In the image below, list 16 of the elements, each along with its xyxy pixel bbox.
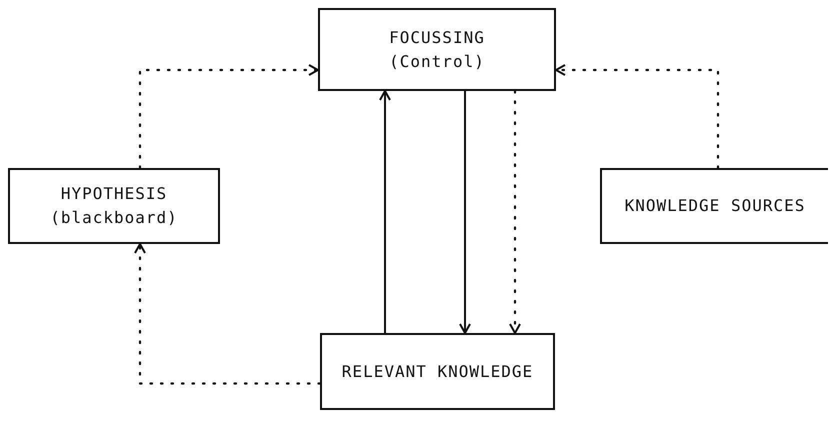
hypothesis-box: [8, 168, 220, 244]
dotted-arrow: [509, 90, 521, 334]
relevant-knowledge-box: [320, 333, 555, 410]
dotted-arrow: [554, 64, 720, 170]
dotted-arrow: [134, 242, 322, 385]
node-label: (Control): [389, 50, 485, 72]
node-label: RELEVANT KNOWLEDGE: [342, 360, 534, 382]
node-label: (blackboard): [50, 207, 178, 229]
control-box: [318, 8, 556, 91]
arrow: [459, 91, 471, 334]
dotted-arrow: [138, 64, 320, 170]
node-label: KNOWLEDGE SOURCES: [624, 195, 806, 217]
node-label: FOCUSSING: [389, 26, 485, 48]
arrow: [379, 90, 391, 333]
node-label: HYPOTHESIS: [60, 183, 168, 205]
knowledge-sources-box: [600, 168, 828, 244]
